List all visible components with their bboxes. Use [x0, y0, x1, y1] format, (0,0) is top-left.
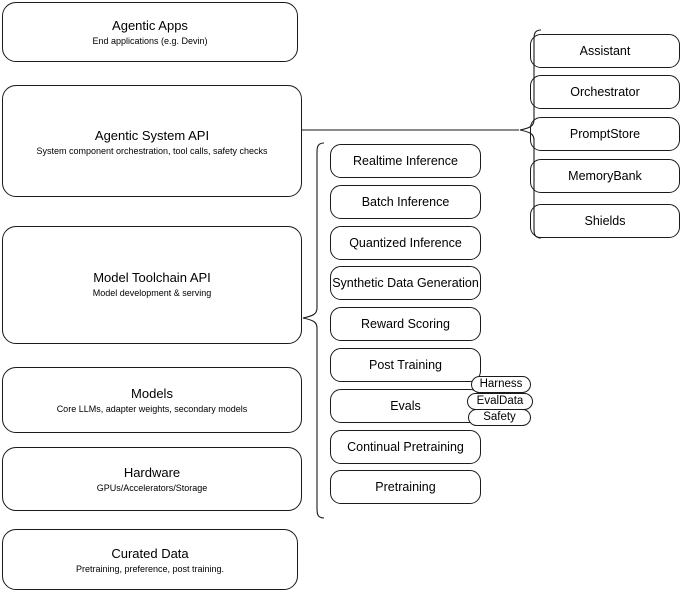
system-label: Shields — [584, 213, 626, 228]
toolchain-label: Quantized Inference — [349, 235, 462, 250]
toolchain-box-post-training[interactable]: Post Training — [330, 348, 481, 382]
layer-text-group: Hardware GPUs/Accelerators/Storage — [3, 464, 301, 495]
eval-tag-label: Safety — [483, 411, 516, 423]
toolchain-box-pretraining[interactable]: Pretraining — [330, 470, 481, 504]
eval-tag-label: Harness — [479, 378, 523, 390]
layer-title: Curated Data — [111, 546, 189, 561]
layer-text-group: Agentic System API System component orch… — [3, 127, 301, 158]
layer-text-group: Model Toolchain API Model development & … — [3, 269, 301, 300]
layer-text-group: Curated Data Pretraining, preference, po… — [3, 545, 297, 576]
layer-title: Agentic System API — [94, 128, 210, 143]
layer-box-hardware[interactable]: Hardware GPUs/Accelerators/Storage — [2, 447, 302, 511]
layer-box-models[interactable]: Models Core LLMs, adapter weights, secon… — [2, 367, 302, 433]
toolchain-label: Realtime Inference — [353, 153, 458, 168]
system-box-memorybank[interactable]: MemoryBank — [530, 159, 680, 193]
layer-box-model-toolchain-api[interactable]: Model Toolchain API Model development & … — [2, 226, 302, 344]
layer-subtitle: Model development & serving — [92, 288, 212, 298]
toolchain-box-batch-inference[interactable]: Batch Inference — [330, 185, 481, 219]
brace-toolchain-components — [302, 142, 325, 519]
layer-text-group: Models Core LLMs, adapter weights, secon… — [3, 385, 301, 416]
toolchain-box-continual-pretraining[interactable]: Continual Pretraining — [330, 430, 481, 464]
system-label: Assistant — [579, 43, 631, 58]
layer-title: Models — [131, 386, 173, 401]
system-box-shields[interactable]: Shields — [530, 204, 680, 238]
layer-subtitle: Pretraining, preference, post training. — [75, 564, 225, 574]
toolchain-label: Synthetic Data Generation — [332, 275, 479, 290]
system-box-assistant[interactable]: Assistant — [530, 34, 680, 68]
system-label: PromptStore — [569, 126, 641, 141]
layer-subtitle: GPUs/Accelerators/Storage — [96, 483, 208, 493]
eval-tag-evaldata[interactable]: EvalData — [467, 393, 533, 410]
layer-subtitle: System component orchestration, tool cal… — [36, 146, 268, 156]
layer-subtitle: End applications (e.g. Devin) — [92, 36, 208, 46]
system-box-orchestrator[interactable]: Orchestrator — [530, 75, 680, 109]
system-box-promptstore[interactable]: PromptStore — [530, 117, 680, 151]
layer-title: Hardware — [123, 465, 181, 480]
layer-subtitle: Core LLMs, adapter weights, secondary mo… — [56, 404, 248, 414]
toolchain-box-synthetic-data-generation[interactable]: Synthetic Data Generation — [330, 266, 481, 300]
toolchain-label: Post Training — [369, 357, 442, 372]
eval-tag-harness[interactable]: Harness — [471, 376, 531, 393]
layer-title: Model Toolchain API — [93, 270, 211, 285]
eval-tag-label: EvalData — [476, 395, 524, 407]
toolchain-box-reward-scoring[interactable]: Reward Scoring — [330, 307, 481, 341]
toolchain-box-quantized-inference[interactable]: Quantized Inference — [330, 226, 481, 260]
layer-text-group: Agentic Apps End applications (e.g. Devi… — [3, 17, 297, 48]
toolchain-box-evals[interactable]: Evals — [330, 389, 481, 423]
toolchain-box-realtime-inference[interactable]: Realtime Inference — [330, 144, 481, 178]
toolchain-label: Batch Inference — [361, 194, 450, 209]
layer-box-curated-data[interactable]: Curated Data Pretraining, preference, po… — [2, 529, 298, 590]
layer-title: Agentic Apps — [112, 18, 188, 33]
toolchain-label: Continual Pretraining — [347, 439, 464, 454]
toolchain-label: Evals — [390, 398, 421, 413]
layer-box-agentic-apps[interactable]: Agentic Apps End applications (e.g. Devi… — [2, 2, 298, 62]
layer-box-agentic-system-api[interactable]: Agentic System API System component orch… — [2, 85, 302, 197]
system-label: MemoryBank — [568, 168, 642, 183]
system-label: Orchestrator — [570, 84, 640, 99]
toolchain-label: Reward Scoring — [361, 316, 450, 331]
toolchain-label: Pretraining — [375, 479, 436, 494]
eval-tag-safety[interactable]: Safety — [468, 409, 531, 426]
